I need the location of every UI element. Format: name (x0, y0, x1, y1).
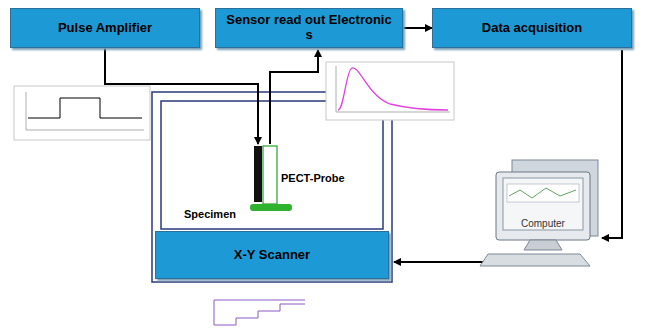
scan-steps (214, 300, 305, 325)
flow-arrow (403, 27, 432, 29)
box-label: Sensor read out Electronic s (224, 13, 394, 43)
pect-probe (263, 146, 277, 204)
pulse-waveform (14, 86, 150, 140)
specimen (250, 204, 292, 211)
box-label: Pulse Amplifier (58, 21, 152, 36)
scanner-band: X-Y Scanner (155, 231, 389, 279)
signal-wire (270, 50, 318, 144)
computer (480, 160, 598, 266)
part-label: PECT-Probe (281, 172, 345, 184)
data-wire (602, 50, 622, 238)
excitation-wire (105, 48, 258, 144)
part-label: Computer (521, 218, 565, 229)
box-label: Data acquisition (482, 21, 582, 36)
excitation-coil (254, 146, 262, 202)
part-label: Specimen (184, 208, 236, 220)
sensor-waveform (326, 62, 454, 120)
box-label: X-Y Scanner (234, 248, 310, 263)
process-box: Sensor read out Electronic s (215, 8, 403, 48)
process-box: Data acquisition (432, 8, 632, 48)
process-box: Pulse Amplifier (10, 8, 200, 48)
